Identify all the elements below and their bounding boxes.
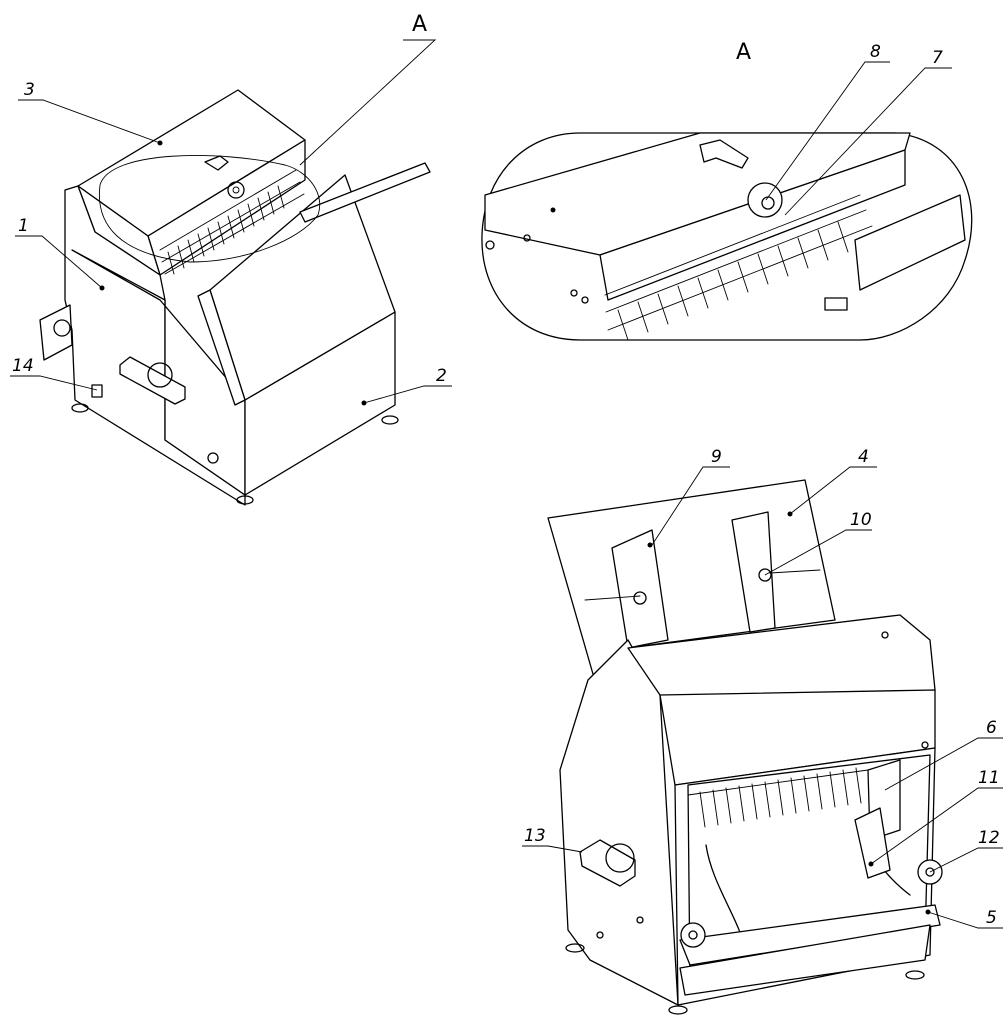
callout-4: 4	[858, 447, 869, 467]
detail-marker-label: A	[412, 12, 428, 37]
detail-view-title: A	[736, 40, 752, 65]
callout-8: 8	[870, 42, 881, 62]
callout-1: 1	[18, 216, 29, 236]
callout-3: 3	[24, 80, 35, 100]
callout-11: 11	[978, 768, 1000, 788]
callout-14: 14	[12, 356, 34, 376]
detail-view-a	[481, 132, 973, 341]
callout-12: 12	[978, 828, 1000, 848]
callout-9: 9	[711, 447, 722, 467]
callout-2: 2	[436, 366, 447, 386]
callout-10: 10	[850, 510, 872, 530]
machine-rear-view	[39, 89, 431, 506]
callout-6: 6	[986, 718, 997, 738]
machine-front-view	[547, 479, 943, 1015]
callout-13: 13	[524, 826, 546, 846]
callout-5: 5	[986, 908, 997, 928]
callout-7: 7	[932, 48, 943, 68]
leader-lines	[10, 39, 1003, 929]
